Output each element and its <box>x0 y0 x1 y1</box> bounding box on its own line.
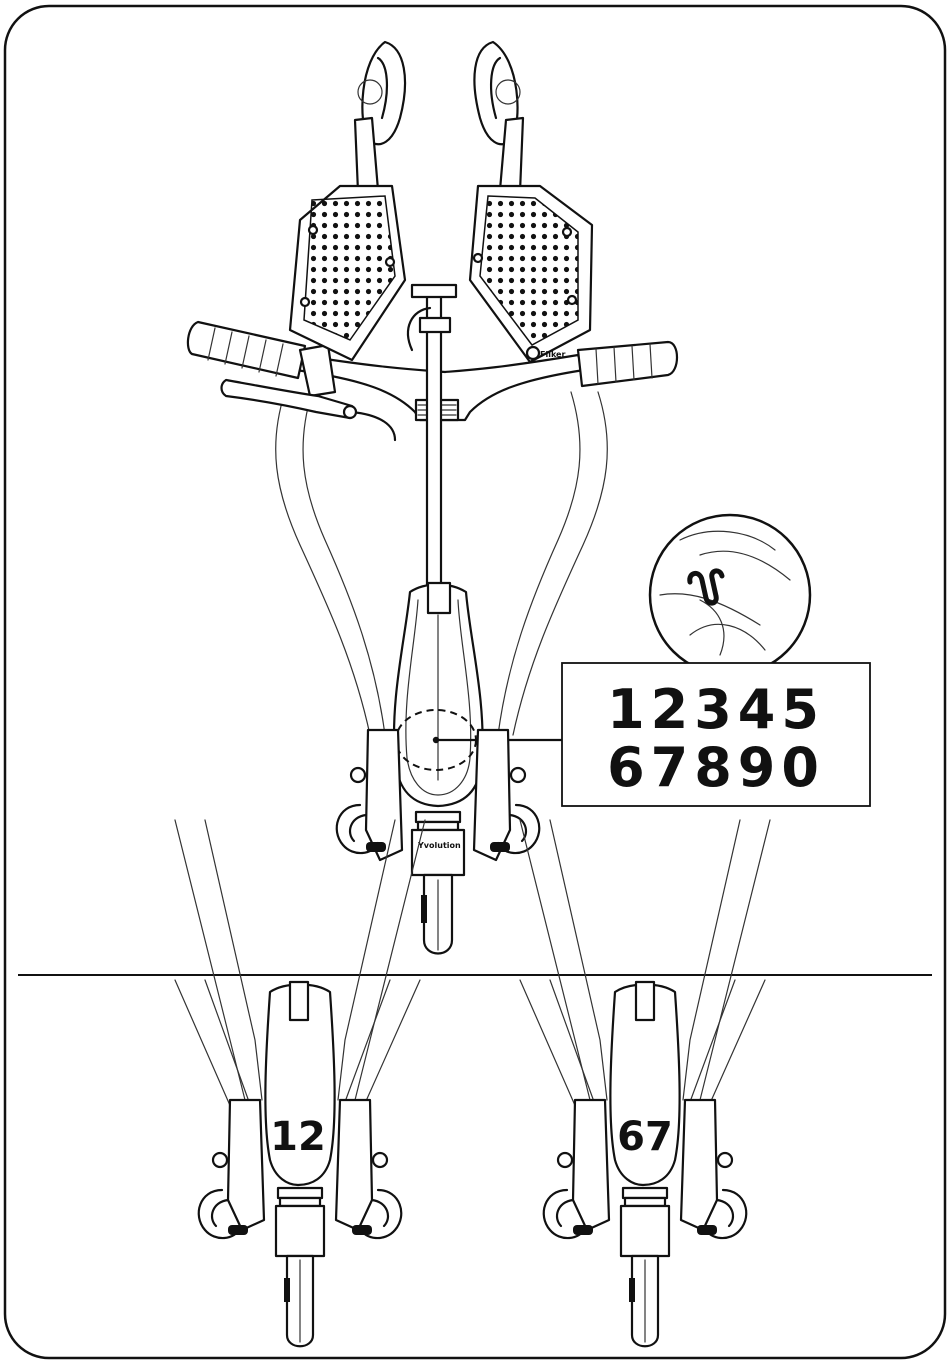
wheel-logo: Yvolution <box>417 841 461 850</box>
digit-row-2: 67890 <box>607 736 825 799</box>
digit-row-1: 12345 <box>607 678 825 741</box>
sticker-peel-icon <box>650 515 810 675</box>
number-sticker-card: 12345 67890 <box>562 663 870 806</box>
example-code-left: 12 <box>270 1114 326 1160</box>
example-code-right: 67 <box>617 1114 673 1160</box>
left-grip <box>188 322 305 378</box>
example-right: 67 <box>520 820 770 1346</box>
scooter-full-view: Fliker Yvolution <box>188 42 677 954</box>
right-grip <box>578 342 677 386</box>
right-pedal: Fliker <box>470 42 592 362</box>
left-pedal <box>290 42 405 360</box>
example-left: 12 <box>175 820 425 1346</box>
pedal-logo: Fliker <box>540 350 565 359</box>
